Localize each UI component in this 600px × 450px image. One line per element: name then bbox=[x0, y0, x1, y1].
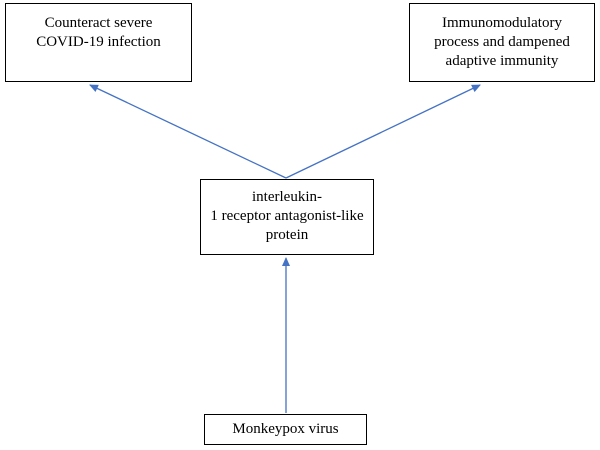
node-counteract-covid: Counteract severe COVID-19 infection bbox=[5, 3, 192, 82]
node-monkeypox-virus: Monkeypox virus bbox=[204, 414, 367, 445]
node-il1-receptor-antagonist-protein: interleukin- 1 receptor antagonist-like … bbox=[200, 179, 374, 255]
node-immunomodulatory-process-label: Immunomodulatory process and dampened ad… bbox=[434, 15, 570, 69]
node-monkeypox-virus-label: Monkeypox virus bbox=[232, 421, 339, 437]
node-il1-receptor-antagonist-protein-label: interleukin- 1 receptor antagonist-like … bbox=[210, 189, 364, 243]
node-counteract-covid-label: Counteract severe COVID-19 infection bbox=[36, 15, 161, 50]
edge-protein-to-covid bbox=[89, 84, 287, 179]
edge-protein-to-immunomodulatory bbox=[285, 84, 481, 179]
node-immunomodulatory-process: Immunomodulatory process and dampened ad… bbox=[409, 3, 595, 82]
